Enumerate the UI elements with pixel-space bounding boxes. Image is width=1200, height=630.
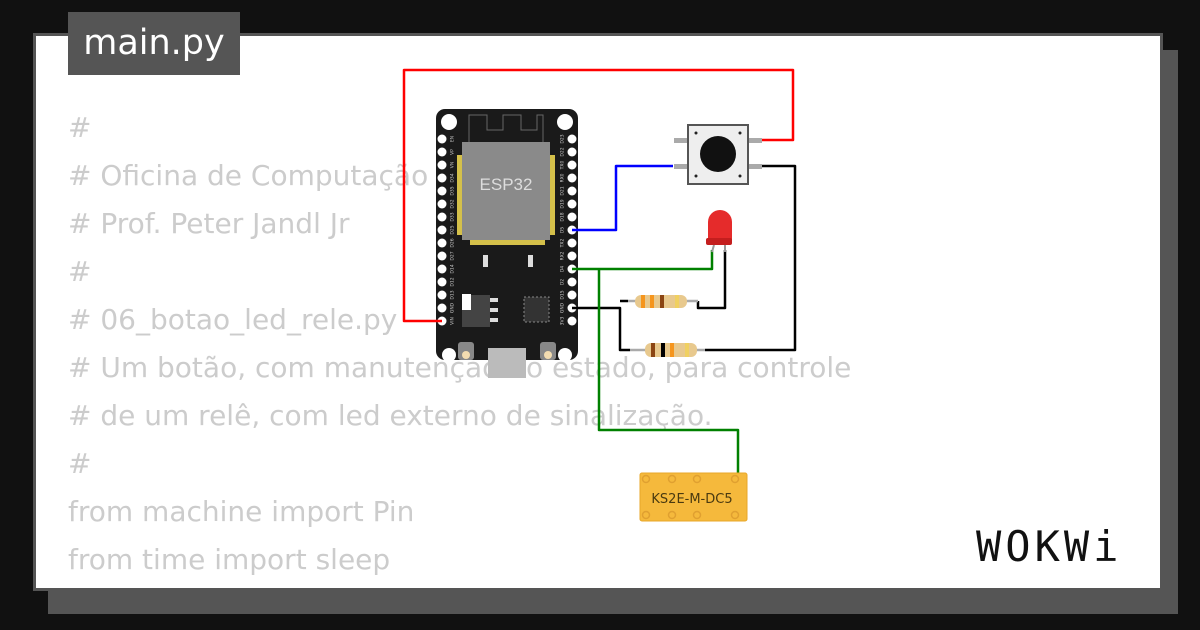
pin-label: 3V3 xyxy=(560,316,566,325)
pin-label: D21 xyxy=(560,186,566,195)
push-button[interactable] xyxy=(674,124,762,185)
pin-label: D27 xyxy=(450,251,456,260)
pin-label: D19 xyxy=(560,199,566,208)
pin-label: D13 xyxy=(450,290,456,299)
pin-d32[interactable] xyxy=(437,199,447,209)
pin-d26[interactable] xyxy=(437,238,447,248)
relay-label: KS2E-M-DC5 xyxy=(651,492,732,507)
pin-tx2[interactable] xyxy=(567,238,577,248)
pin-label: D35 xyxy=(450,186,456,195)
pin-label: VN xyxy=(450,162,456,168)
pin-3v3[interactable] xyxy=(567,316,577,326)
pin-label: D26 xyxy=(450,238,456,247)
pin-d12[interactable] xyxy=(437,277,447,287)
board-label: ESP32 xyxy=(480,175,533,194)
code-line: # de um relê, com led externo de sinaliz… xyxy=(68,399,713,432)
pin-d18[interactable] xyxy=(567,212,577,222)
pin-label: GND xyxy=(560,302,566,313)
code-line: # Oficina de Computação xyxy=(68,159,429,192)
pin-en[interactable] xyxy=(437,134,447,144)
pin-label: D33 xyxy=(450,212,456,221)
wire-ground xyxy=(572,164,797,352)
code-preview: # # Oficina de Computação # Prof. Peter Ja… xyxy=(68,104,851,584)
wire-vin-power xyxy=(402,68,795,323)
pin-d35[interactable] xyxy=(437,186,447,196)
code-line: # xyxy=(68,111,92,144)
pin-d13[interactable] xyxy=(437,290,447,300)
pin-label: D14 xyxy=(450,264,456,273)
pin-d25[interactable] xyxy=(437,225,447,235)
pin-d34[interactable] xyxy=(437,173,447,183)
pin-vp[interactable] xyxy=(437,147,447,157)
pin-d19[interactable] xyxy=(567,199,577,209)
resistor-led xyxy=(628,295,698,308)
wokwi-logo: WOKWi xyxy=(976,522,1123,571)
pin-label: D15 xyxy=(560,290,566,299)
wire-d4-output xyxy=(572,250,740,478)
file-tab[interactable]: main.py xyxy=(68,12,240,75)
pin-label: TX0 xyxy=(560,161,566,171)
pin-label: GND xyxy=(450,302,456,313)
code-line: # xyxy=(68,447,92,480)
pin-label: D5 xyxy=(560,227,566,233)
esp32-chip xyxy=(462,142,550,240)
pin-d21[interactable] xyxy=(567,186,577,196)
code-line: from time import sleep xyxy=(68,543,391,576)
pin-label: RX2 xyxy=(560,251,566,260)
wire-d5-button xyxy=(572,164,673,232)
pin-label: VP xyxy=(450,149,456,155)
pin-gnd[interactable] xyxy=(437,303,447,313)
code-line: # xyxy=(68,255,92,288)
pin-rx2[interactable] xyxy=(567,251,577,261)
pin-label: D34 xyxy=(450,173,456,182)
pin-label: RX0 xyxy=(560,173,566,182)
pin-label: D12 xyxy=(450,277,456,286)
code-line: # 06_botao_led_rele.py xyxy=(68,303,398,336)
relay-module[interactable]: KS2E-M-DC5 xyxy=(639,472,748,522)
code-line: # Prof. Peter Jandl Jr xyxy=(68,207,350,240)
pin-label: D18 xyxy=(560,212,566,221)
pin-d33[interactable] xyxy=(437,212,447,222)
pin-label: D32 xyxy=(450,199,456,208)
led-red xyxy=(706,210,732,253)
pin-label: VIN xyxy=(450,317,456,325)
pin-label: EN xyxy=(450,136,456,142)
pin-label: D2 xyxy=(560,279,566,285)
pin-rx0[interactable] xyxy=(567,173,577,183)
pin-label: D22 xyxy=(560,147,566,156)
pin-label: D23 xyxy=(560,134,566,143)
pin-d22[interactable] xyxy=(567,147,577,157)
pin-d15[interactable] xyxy=(567,290,577,300)
pin-label: TX2 xyxy=(560,239,566,249)
pin-tx0[interactable] xyxy=(567,160,577,170)
pin-label: D25 xyxy=(450,225,456,234)
pin-vn[interactable] xyxy=(437,160,447,170)
pin-d2[interactable] xyxy=(567,277,577,287)
resistor-pulldown xyxy=(630,343,705,357)
code-line: from machine import Pin xyxy=(68,495,415,528)
esp32-board[interactable]: ESP32 ENVPVND34D35D32D33D25D26D27D14D12D… xyxy=(436,109,578,378)
pin-label: D4 xyxy=(560,266,566,272)
pin-d27[interactable] xyxy=(437,251,447,261)
pin-d23[interactable] xyxy=(567,134,577,144)
pin-d14[interactable] xyxy=(437,264,447,274)
